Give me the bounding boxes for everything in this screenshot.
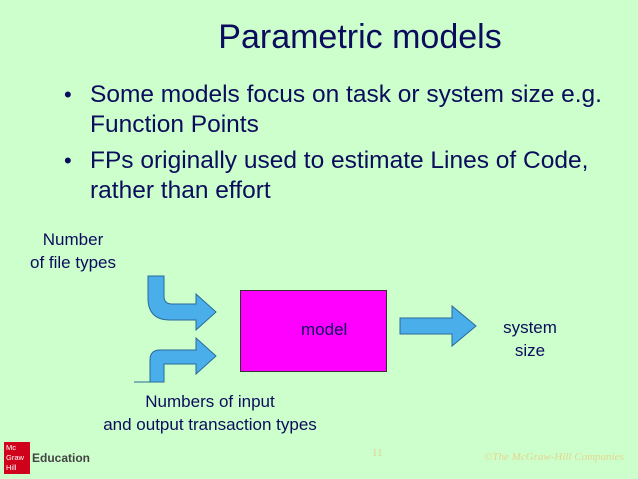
system-size-line-1: system [503,318,557,337]
transactions-line-2: and output transaction types [103,415,317,434]
file-types-line-1: Number [42,230,104,249]
file-types-label: Number of file types [8,228,138,274]
system-size-label: system size [490,316,570,362]
logo-line: Hill [6,463,17,472]
model-label: model [301,320,348,339]
bullet-item: • FPs originally used to estimate Lines … [60,146,620,206]
publisher-logo: Mc Graw Hill Education [4,442,134,474]
file-types-line-2: of file types [30,253,116,272]
bullet-list: • Some models focus on task or system si… [60,80,620,212]
bullet-item: • Some models focus on task or system si… [60,80,620,140]
bullet-dot: • [64,148,72,173]
transactions-label: Numbers of input and output transaction … [70,390,350,436]
bullet-dot: • [64,82,72,107]
output-arrow [399,304,477,348]
transactions-arrow [134,336,217,383]
model-box: model [240,290,387,372]
transactions-line-1: Numbers of input [145,392,275,411]
logo-line: Mc [6,443,16,452]
bullet-text: Some models focus on task or system size… [90,81,602,138]
bullet-text: FPs originally used to estimate Lines of… [90,147,589,204]
file-types-arrow [147,275,217,332]
logo-wordmark: Education [32,451,91,465]
system-size-line-2: size [514,341,546,360]
logo-line: Graw [6,453,24,462]
logo-mark: Mc Graw Hill [4,442,30,474]
copyright-notice: ©The McGraw-Hill Companies [484,451,624,463]
slide-title: Parametric models [218,18,502,56]
page-number: 11 [372,447,383,459]
